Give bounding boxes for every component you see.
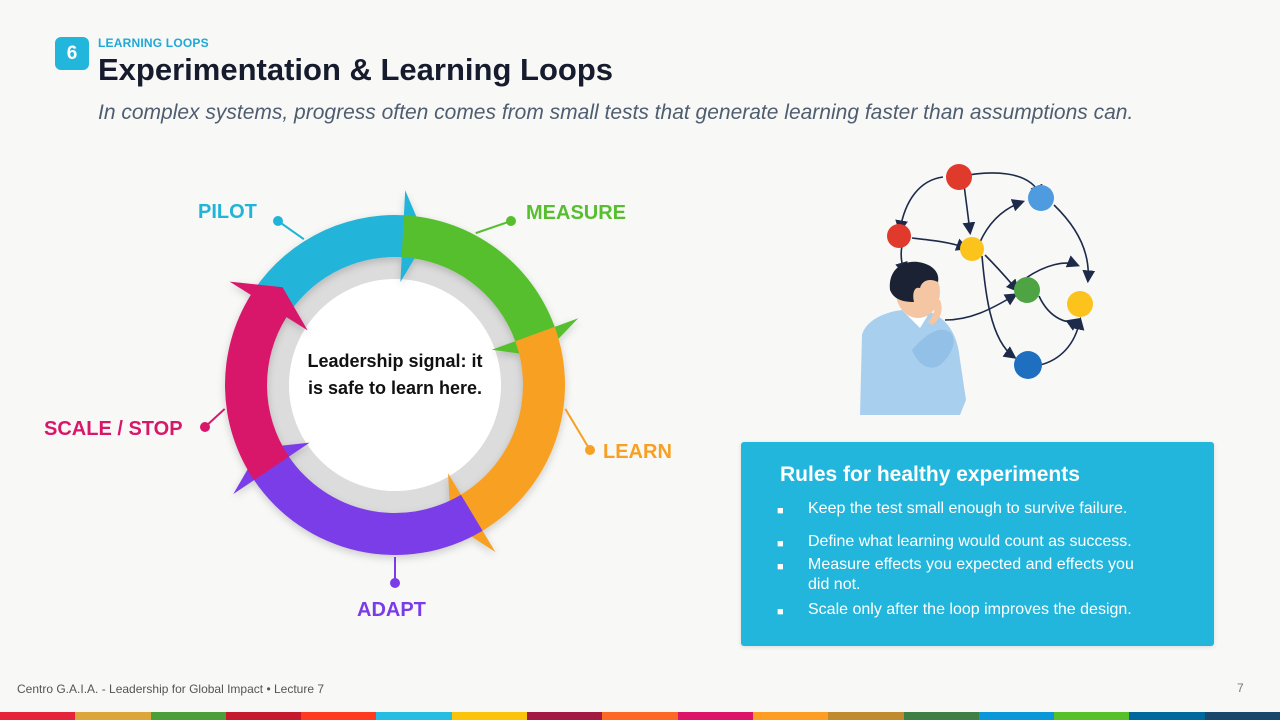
color-bar-segment bbox=[1054, 712, 1130, 720]
connector-dot-pilot bbox=[273, 216, 283, 226]
color-bar-segment bbox=[828, 712, 904, 720]
square-bullet-icon: ■ bbox=[777, 606, 784, 618]
color-bar-segment bbox=[451, 712, 528, 720]
rules-list-item: ■ Measure effects you expected and effec… bbox=[777, 555, 1157, 595]
cycle-arrow-scale-stop bbox=[224, 281, 308, 481]
stage-label-adapt: ADAPT bbox=[357, 599, 426, 621]
color-bar-segment bbox=[225, 712, 302, 720]
section-kicker: LEARNING LOOPS bbox=[98, 36, 209, 50]
color-bar-segment bbox=[527, 712, 603, 720]
color-bar-segment bbox=[1129, 712, 1205, 720]
slide-subtitle: In complex systems, progress often comes… bbox=[98, 101, 1134, 124]
connector-dot-adapt bbox=[390, 578, 400, 588]
connector-dot-scale-stop bbox=[200, 422, 210, 432]
square-bullet-icon: ■ bbox=[777, 538, 784, 550]
rules-card: Rules for healthy experiments ■ Keep the… bbox=[741, 442, 1214, 646]
connector-dot-learn bbox=[585, 445, 595, 455]
learning-cycle-diagram bbox=[200, 190, 595, 588]
connector-line-learn bbox=[564, 408, 591, 451]
rules-item-text: Scale only after the loop improves the d… bbox=[808, 601, 1132, 618]
rules-list-item: ■ Define what learning would count as su… bbox=[777, 532, 1167, 552]
rules-item-text: Define what learning would count as succ… bbox=[808, 533, 1132, 550]
sdg-color-bar bbox=[0, 712, 1280, 720]
rules-item-text: Measure effects you expected and effects… bbox=[808, 556, 1134, 593]
rules-list-item: ■ Keep the test small enough to survive … bbox=[777, 499, 1167, 519]
color-bar-segment bbox=[903, 712, 979, 720]
rules-item-text: Keep the test small enough to survive fa… bbox=[808, 500, 1128, 517]
color-bar-segment bbox=[978, 712, 1055, 720]
page-number: 7 bbox=[1237, 681, 1244, 695]
color-bar-segment bbox=[752, 712, 829, 720]
cycle-center-text: Leadership signal: it is safe to learn h… bbox=[307, 351, 483, 398]
color-bar-segment bbox=[75, 712, 151, 720]
cycle-arrow-pilot bbox=[247, 190, 426, 321]
cycle-arrow-learn bbox=[448, 326, 565, 553]
color-bar-segment bbox=[1204, 712, 1280, 720]
rules-title: Rules for healthy experiments bbox=[780, 463, 1080, 486]
thinking-person-network-icon bbox=[860, 164, 1096, 415]
square-bullet-icon: ■ bbox=[777, 505, 784, 517]
color-bar-segment bbox=[602, 712, 678, 720]
color-bar-segment bbox=[150, 712, 226, 720]
slide-title: Experimentation & Learning Loops bbox=[98, 52, 613, 87]
color-bar-segment bbox=[0, 712, 76, 720]
cycle-arrow-adapt bbox=[233, 442, 483, 556]
color-bar-segment bbox=[677, 712, 753, 720]
color-bar-segment bbox=[301, 712, 377, 720]
cycle-inner-ring bbox=[265, 255, 525, 515]
cycle-arrow-measure bbox=[401, 215, 579, 357]
square-bullet-icon: ■ bbox=[777, 561, 784, 573]
rules-list-item: ■ Scale only after the loop improves the… bbox=[777, 600, 1167, 620]
stage-label-measure: MEASURE bbox=[526, 202, 627, 224]
stage-label-pilot: PILOT bbox=[198, 201, 257, 223]
footer-text: Centro G.A.I.A. - Leadership for Global … bbox=[17, 682, 325, 696]
stage-label-scale-stop: SCALE / STOP bbox=[44, 418, 183, 440]
color-bar-segment bbox=[376, 712, 452, 720]
cycle-center-disc bbox=[289, 279, 501, 491]
section-number-badge: 6 bbox=[55, 37, 89, 70]
stage-label-learn: LEARN bbox=[603, 441, 672, 463]
connector-line-measure bbox=[475, 220, 512, 235]
connector-line-pilot bbox=[277, 220, 305, 240]
connector-dot-measure bbox=[506, 216, 516, 226]
